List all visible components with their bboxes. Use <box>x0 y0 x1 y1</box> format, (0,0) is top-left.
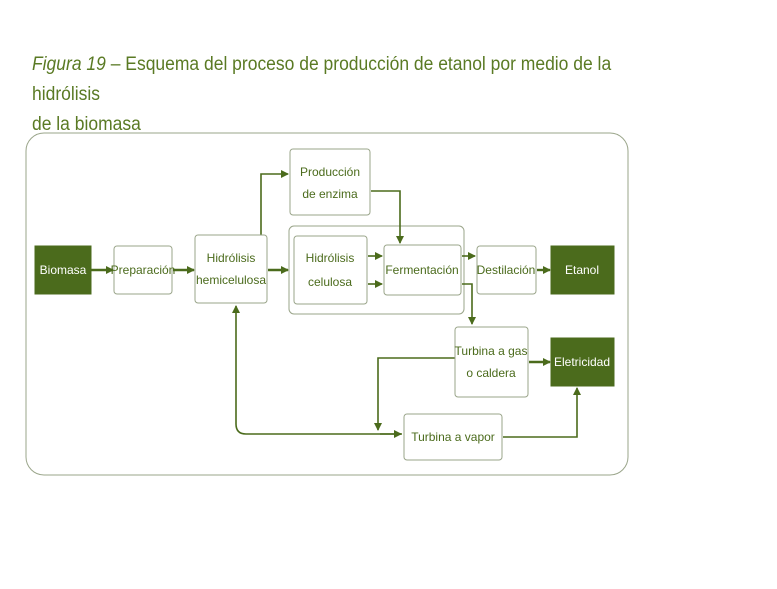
node-hidrolisis-hemicelulosa: Hidrólisis hemicelulosa <box>194 234 268 304</box>
label-etanol: Etanol <box>565 263 599 277</box>
label-preparacion: Preparación <box>111 263 176 277</box>
arrow-vapor-eletricidad <box>503 387 581 438</box>
label-eletricidad: Eletricidad <box>554 355 610 369</box>
label-turbina-gas-1: Turbina a gas <box>455 344 528 358</box>
arrow-vapor-hidrolisis <box>232 305 402 435</box>
arrow-fermentacion-turbina-gas <box>462 283 476 325</box>
title-line-1: Figura 19 – Esquema del proceso de produ… <box>32 50 676 110</box>
node-hidrolisis-celulosa: Hidrólisis celulosa <box>293 235 368 305</box>
label-turbina-vapor: Turbina a vapor <box>411 430 495 444</box>
node-fermentacion: Fermentación <box>383 244 462 296</box>
flow-arrows <box>91 170 581 438</box>
label-biomasa: Biomasa <box>40 263 87 277</box>
label-turbina-gas-2: o caldera <box>466 366 516 380</box>
diagram-frame <box>25 132 629 476</box>
figure-number: Figura 19 <box>32 54 106 75</box>
node-produccion-enzima: Producción de enzima <box>289 148 371 216</box>
arrow-turbina-gas-vapor <box>374 357 455 431</box>
label-enzima-2: de enzima <box>302 187 358 201</box>
node-turbina-gas: Turbina a gas o caldera <box>454 326 529 398</box>
title-line-2: de la biomasa <box>32 114 141 135</box>
label-celulosa-2: celulosa <box>308 275 352 289</box>
arrow-hidrolisis-enzima <box>260 170 289 235</box>
node-destilacion: Destilación <box>476 245 537 295</box>
node-turbina-vapor: Turbina a vapor <box>403 413 503 461</box>
label-celulosa-1: Hidrólisis <box>306 251 355 265</box>
arrow-enzima-fermentacion <box>371 190 404 244</box>
label-destilacion: Destilación <box>477 263 536 277</box>
label-hidrolisis-hemi-2: hemicelulosa <box>196 273 266 287</box>
node-eletricidad: Eletricidad <box>550 337 615 387</box>
node-etanol: Etanol <box>550 245 615 295</box>
title-text-1: – Esquema del proceso de producción de e… <box>32 54 612 105</box>
label-enzima-1: Producción <box>300 165 360 179</box>
node-biomasa: Biomasa <box>34 245 92 295</box>
node-preparacion: Preparación <box>111 245 176 295</box>
label-hidrolisis-hemi-1: Hidrólisis <box>207 251 256 265</box>
figure-title: Figura 19 – Esquema del proceso de produ… <box>32 50 676 140</box>
label-fermentacion: Fermentación <box>385 263 458 277</box>
hydrolysis-fermentation-group <box>288 225 465 315</box>
